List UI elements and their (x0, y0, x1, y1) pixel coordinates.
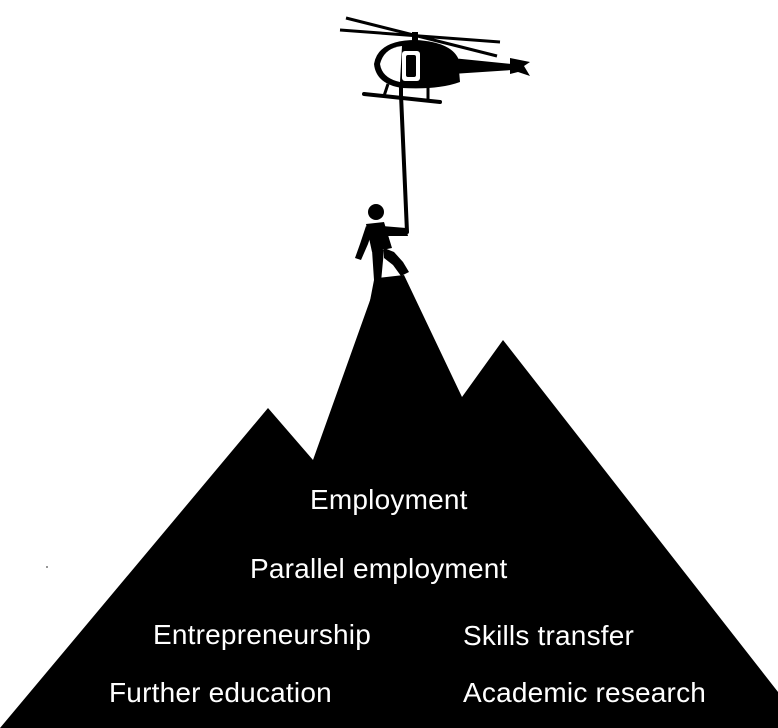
pathway-further-education: Further education (109, 677, 332, 708)
pathway-entrepreneurship: Entrepreneurship (153, 619, 371, 650)
speck (46, 566, 48, 568)
mountain-icon (0, 275, 778, 728)
pathway-skills-transfer: Skills transfer (463, 620, 635, 651)
rope (399, 93, 409, 234)
climber-icon (355, 204, 409, 306)
helicopter-icon (339, 16, 530, 104)
pathway-academic-research: Academic research (463, 677, 707, 708)
pathway-employment: Employment (310, 484, 468, 515)
pathway-parallel-employment: Parallel employment (250, 553, 508, 584)
